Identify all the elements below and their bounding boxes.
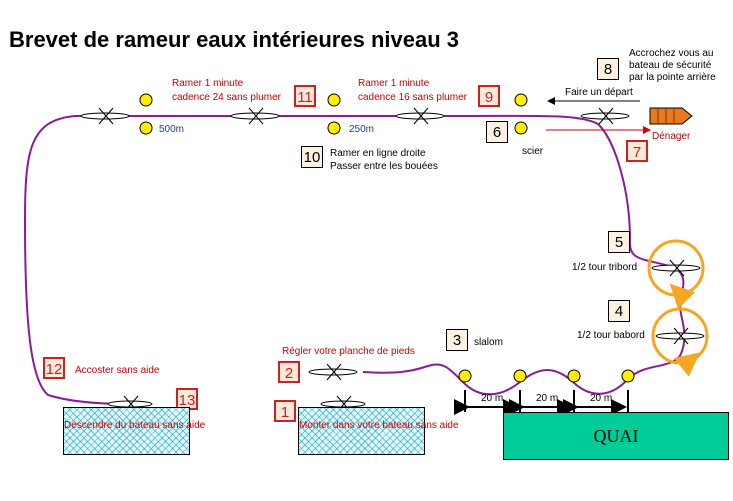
step-3-box: 3 [446, 329, 468, 351]
boat-icon [308, 363, 358, 381]
step-2-label: Régler votre planche de pieds [282, 346, 415, 357]
boat-icon [655, 327, 705, 345]
step-12-label: Accoster sans aide [75, 365, 160, 376]
boat-icon [651, 259, 701, 277]
quay: QUAI [503, 412, 729, 460]
buoy [139, 121, 153, 135]
boarding-pontoon: Monter dans votre bateau sans aide [298, 407, 459, 455]
page-title: Brevet de rameur eaux intérieures niveau… [9, 27, 459, 52]
step-8-line3: par la pointe arrière [629, 72, 716, 83]
turn-arrow-tribord [669, 283, 696, 310]
step-2-box: 2 [278, 361, 300, 383]
spacing-label-a: 20 m [481, 393, 504, 404]
step-9-line2: cadence 16 sans plumer [358, 92, 467, 103]
step-11-line2: cadence 24 sans plumer [172, 92, 281, 103]
distance-500m: 500m [159, 124, 185, 135]
turn-arrow-babord [673, 352, 701, 377]
step-9-line1: Ramer 1 minute [358, 78, 430, 89]
step-4-label: 1/2 tour babord [577, 330, 645, 341]
buoy [139, 93, 153, 107]
step-1-label: Monter dans votre bateau sans aide [299, 420, 459, 431]
step-9-box: 9 [478, 85, 500, 107]
step-10-box: 10 [301, 146, 323, 168]
buoy [327, 121, 341, 135]
step-10-line1: Ramer en ligne droite [330, 148, 426, 159]
slalom-buoy [458, 369, 472, 383]
step-8-box: 8 [597, 58, 619, 80]
step-5-label: 1/2 tour tribord [572, 262, 638, 273]
slalom-buoy [513, 369, 527, 383]
step-10-line2: Passer entre les bouées [330, 161, 438, 172]
landing-pontoon: Descendre du bateau sans aide [63, 407, 206, 455]
step-13-label: Descendre du bateau sans aide [64, 420, 206, 431]
step-4-box: 4 [608, 300, 630, 322]
boat-icon [395, 107, 445, 125]
step-3-label: slalom [474, 337, 503, 348]
boat-icon [230, 107, 280, 125]
slalom-buoy [621, 369, 635, 383]
step-1-box: 1 [274, 400, 296, 422]
depart-label: Faire un départ [565, 87, 633, 98]
buoy [514, 93, 528, 107]
boat-icon [80, 107, 130, 125]
spacing-label-b: 20 m [536, 393, 559, 404]
step-7-box: 7 [626, 140, 648, 162]
step-8-line1: Accrochez vous au [629, 48, 714, 59]
step-11-line1: Ramer 1 minute [172, 78, 244, 89]
boat-icon [580, 107, 630, 125]
safety-boat-icon [649, 107, 693, 125]
spacing-label-c: 20 m [590, 393, 613, 404]
buoy [327, 93, 341, 107]
step-5-box: 5 [608, 231, 630, 253]
step-8-line2: bateau de sécurité [629, 60, 712, 71]
step-11-box: 11 [294, 85, 316, 107]
distance-250m: 250m [349, 124, 375, 135]
buoy [514, 121, 528, 135]
step-12-box: 12 [43, 357, 65, 379]
step-7-label: Dénager [652, 131, 691, 142]
slalom-buoy [567, 369, 581, 383]
step-6-label: scier [522, 146, 544, 157]
step-6-box: 6 [486, 121, 508, 143]
